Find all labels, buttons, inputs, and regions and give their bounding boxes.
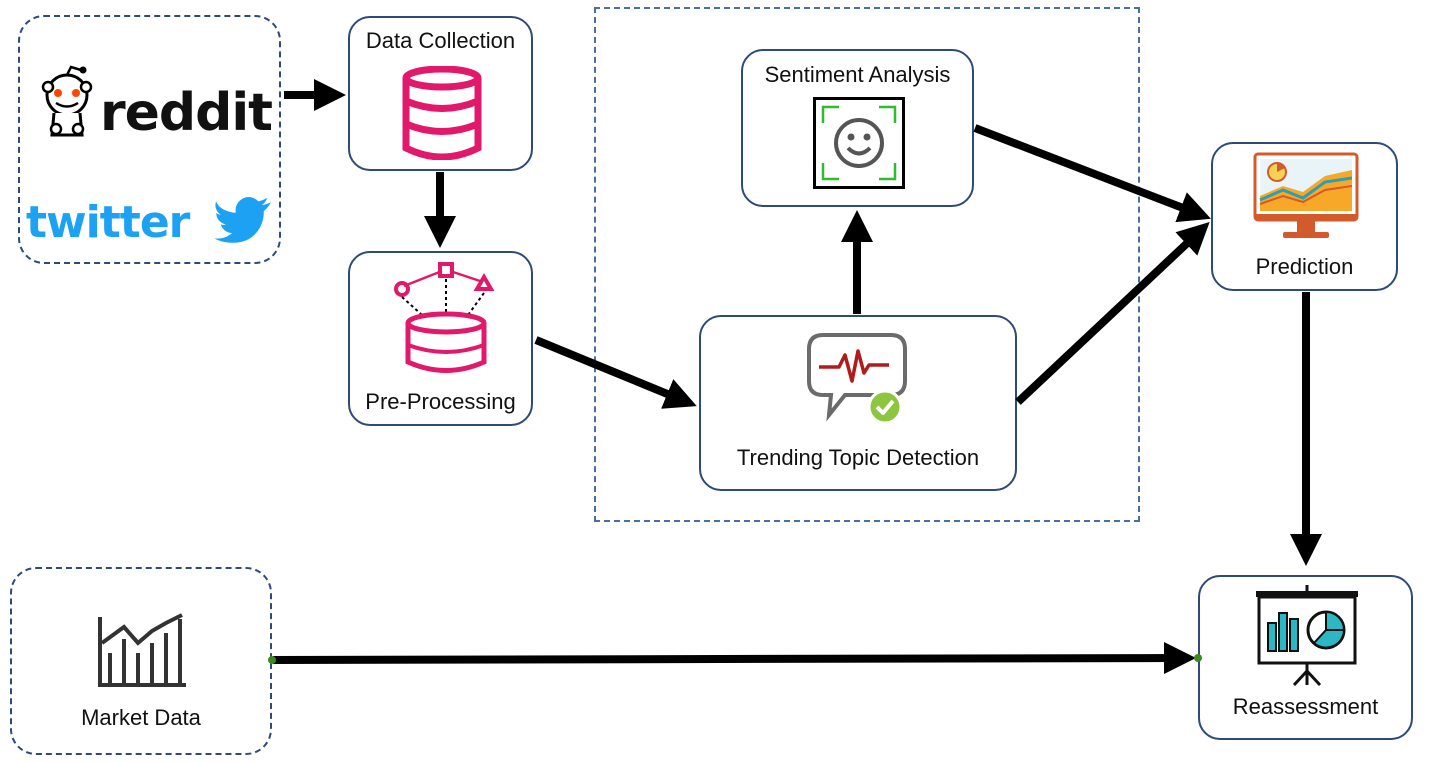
analysis-group-frame [594, 7, 1140, 522]
twitter-bird-icon [214, 197, 271, 243]
data-collection-label: Data Collection [365, 28, 516, 53]
pre-processing-label: Pre-Processing [365, 389, 516, 414]
trending-topic-detection-label: Trending Topic Detection [736, 445, 980, 470]
social-sources-box: reddit twitter [18, 15, 281, 264]
reassessment-label: Reassessment [1232, 694, 1379, 719]
face-scan-icon [813, 97, 905, 189]
presentation-board-icon [1256, 585, 1358, 687]
monitor-chart-icon [1253, 152, 1359, 238]
arrow-market-to-reassessment [272, 642, 1196, 675]
pre-processing-node[interactable]: Pre-Processing [348, 251, 533, 426]
sentiment-analysis-label: Sentiment Analysis [764, 62, 951, 87]
line-chart-icon [98, 613, 186, 687]
arrow-trending-to-prediction [1015, 222, 1210, 405]
preprocessing-icon [394, 262, 495, 373]
sentiment-analysis-node[interactable]: Sentiment Analysis [741, 49, 974, 207]
prediction-node[interactable]: Prediction [1211, 142, 1398, 291]
arrow-preprocessing-to-trending [534, 336, 697, 409]
data-collection-node[interactable]: Data Collection [348, 16, 533, 171]
reassessment-node[interactable]: Reassessment [1198, 575, 1413, 740]
twitter-logo: twitter [26, 197, 190, 248]
connector-dot-market [268, 656, 276, 664]
trending-topic-detection-node[interactable]: Trending Topic Detection [699, 315, 1017, 491]
prediction-label: Prediction [1255, 254, 1354, 279]
reddit-logo: reddit [100, 83, 273, 143]
market-data-label: Market Data [81, 705, 201, 730]
connector-dot-reassessment [1194, 654, 1202, 662]
arrow-sentiment-to-prediction [973, 124, 1211, 223]
database-icon [402, 66, 482, 160]
speech-bubble-pulse-icon [807, 333, 907, 425]
reddit-alien-icon [41, 65, 93, 137]
